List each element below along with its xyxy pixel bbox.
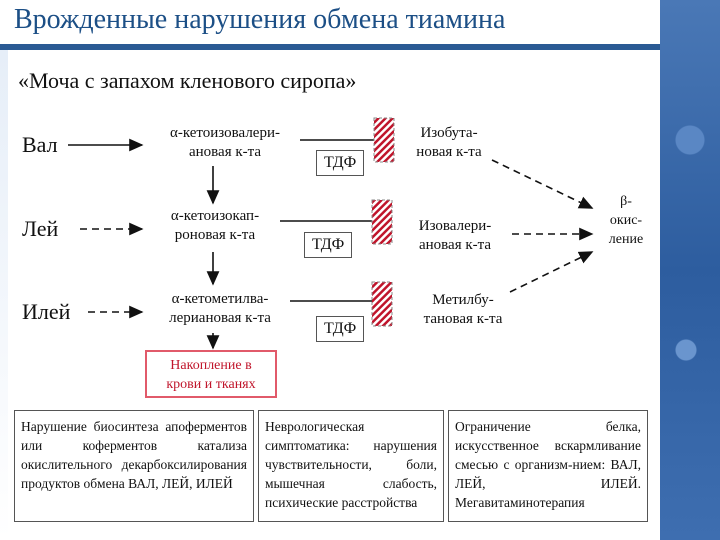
beta-oxidation-line1: β- [620, 194, 632, 209]
consequence-box-biosynthesis: Нарушение биосинтеза апоферментов или ко… [14, 410, 254, 522]
keto-acid-iley-line1: α-кетометилва- [171, 291, 269, 307]
amino-acid-val: Вал [22, 132, 58, 157]
keto-acid-iley-line2: лериановая к-та [169, 310, 271, 326]
beta-oxidation-line3: ление [608, 232, 644, 247]
beta-oxidation-label: β- окис- ление [598, 192, 654, 249]
block-marker-1 [373, 117, 395, 163]
beta-oxidation-line2: окис- [609, 213, 643, 228]
accumulation-box: Накопление в крови и тканях [145, 350, 277, 398]
acyl-product-2-line1: Изовалери- [418, 218, 492, 234]
page-title: Врожденные нарушения обмена тиамина [14, 4, 506, 35]
acyl-product-3: Метилбу- тановая к-та [408, 291, 518, 329]
title-underline [0, 44, 660, 50]
tdf-label-3: ТДФ [316, 316, 365, 342]
acyl-product-1-line2: новая к-та [416, 144, 482, 160]
acyl-product-2: Изовалери- ановая к-та [400, 217, 510, 255]
header: Врожденные нарушения обмена тиамина [0, 0, 660, 46]
block-marker-2 [371, 199, 393, 245]
arrow-acyl1-to-boxidation [491, 159, 594, 209]
keto-acid-val-line1: α-кетоизовалери- [170, 125, 280, 141]
acyl-product-1-line1: Изобута- [420, 125, 478, 141]
keto-acid-ley: α-кетоизокап- роновая к-та [150, 207, 280, 245]
amino-acid-ley: Лей [22, 216, 59, 241]
keto-acid-iley: α-кетометилва- лериановая к-та [150, 290, 290, 328]
acyl-product-2-line2: ановая к-та [418, 237, 492, 253]
keto-acid-val-line2: ановая к-та [188, 144, 262, 160]
acyl-product-3-line2: тановая к-та [423, 311, 503, 327]
accumulation-line2: крови и тканях [166, 377, 256, 392]
left-decor-strip [0, 50, 8, 540]
accumulation-line1: Накопление в [170, 358, 252, 373]
block-marker-3 [371, 281, 393, 327]
acyl-product-3-line1: Метилбу- [432, 292, 494, 308]
amino-acid-iley: Илей [22, 299, 71, 324]
page-subtitle: «Моча с запахом кленового сиропа» [18, 68, 357, 93]
consequence-box-neurology: Неврологическая симптоматика: нарушения … [258, 410, 444, 522]
acyl-product-1: Изобута- новая к-та [394, 124, 504, 162]
keto-acid-val: α-кетоизовалери- ановая к-та [150, 124, 300, 162]
right-decor-panel [660, 0, 720, 540]
consequence-box-treatment: Ограничение белка, искусственное вскармл… [448, 410, 648, 522]
keto-acid-ley-line2: роновая к-та [174, 227, 256, 243]
keto-acid-ley-line1: α-кетоизокап- [170, 208, 260, 224]
arrow-acyl3-to-boxidation [509, 251, 594, 293]
tdf-label-1: ТДФ [316, 150, 365, 176]
tdf-label-2: ТДФ [304, 232, 353, 258]
